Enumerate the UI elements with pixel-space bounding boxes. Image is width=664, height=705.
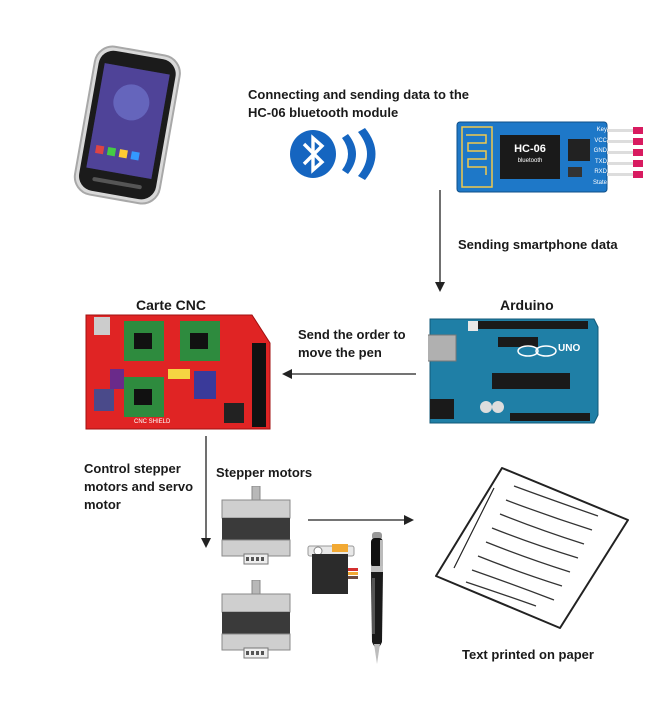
cnc-silk-text: CNC SHIELD <box>134 419 171 425</box>
arduino-board: UNO <box>428 315 600 427</box>
arrow-down-hc06-to-arduino <box>435 190 445 292</box>
pen-icon <box>371 532 383 664</box>
carte-cnc-label: Carte CNC <box>136 297 207 313</box>
servo-motor-icon <box>307 544 358 594</box>
arduino-label: Arduino <box>500 297 554 313</box>
send-order-label: Send the order to move the pen <box>298 327 406 360</box>
sending-smartphone-label: Sending smartphone data <box>458 237 618 252</box>
hc06-pin-label: TXD <box>595 158 607 165</box>
text-printed-label: Text printed on paper <box>462 647 594 662</box>
paper-icon <box>435 467 629 629</box>
hc06-pin-labels: Key VCC GND TXD RXD State <box>583 125 607 189</box>
stepper-motors-label: Stepper motors <box>216 465 313 480</box>
hc06-chip-sub: bluetooth <box>517 158 543 164</box>
hc06-pin-label: RXD <box>594 169 607 176</box>
arrow-down-cnc-to-motors <box>201 436 211 548</box>
hc06-pin-label: VCC <box>594 137 607 144</box>
hc06-pin-label: State <box>592 179 607 186</box>
stepper-motor-icon <box>221 580 291 659</box>
arrow-left-arduino-to-cnc <box>282 369 416 379</box>
stepper-motor-icon <box>221 486 291 565</box>
cnc-shield-board: CNC SHIELD <box>84 313 272 431</box>
hc06-pin-label: Key <box>596 127 607 133</box>
control-motors-label: Control stepper motors and servo motor <box>84 461 194 512</box>
arduino-logo-text: UNO <box>558 343 581 354</box>
hc06-pin-label: GND <box>593 148 607 155</box>
smartphone-image <box>73 45 181 205</box>
hc06-module: HC-06 bluetooth Key VCC GND TXD RXD Stat… <box>456 121 652 193</box>
connecting-label: Connecting and sending data to the HC-06… <box>248 87 469 120</box>
arrow-right-to-paper <box>308 515 414 525</box>
hc06-chip-name: HC-06 <box>514 143 546 155</box>
bluetooth-icon <box>290 128 376 180</box>
